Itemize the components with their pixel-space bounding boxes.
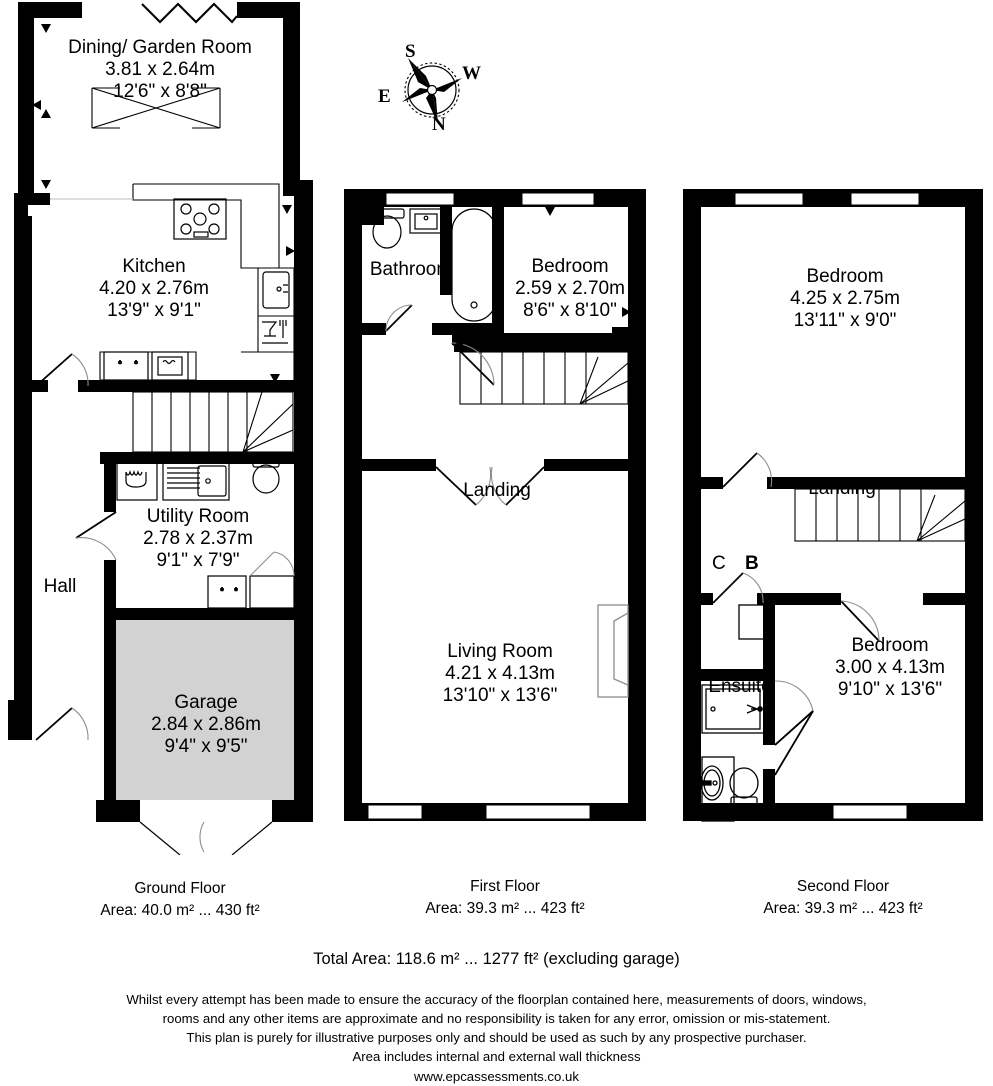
ensuite-fixtures (700, 756, 759, 822)
second-floor-stairs (794, 488, 966, 542)
compass-label-bottom: N (432, 114, 446, 135)
caption-area: Area: 39.3 m² ... 423 ft² (425, 900, 585, 918)
compass-label-left: E (378, 86, 391, 107)
first-floor-plan (344, 189, 646, 821)
second-floor-plan (683, 189, 983, 822)
caption-title: Ground Floor (134, 880, 226, 897)
disclaimer-text: Whilst every attempt has been made to en… (0, 990, 993, 1086)
second-floor-doors (712, 452, 880, 776)
compass-label-right: W (462, 63, 481, 84)
first-floor-stairs (459, 351, 629, 405)
caption-title: First Floor (470, 878, 540, 895)
caption-ground-floor: Ground Floor Area: 40.0 m² ... 430 ft² (30, 878, 330, 923)
website-url: www.epcassessments.co.uk (414, 1068, 579, 1084)
dimension-arrows (22, 24, 299, 383)
disclaimer-line-4: Area includes internal and external wall… (352, 1049, 641, 1065)
second-floor-walls (683, 189, 983, 821)
shower-tray-icon (701, 684, 765, 734)
total-area-text: Total Area: 118.6 m² ... 1277 ft² (exclu… (313, 950, 680, 968)
chimney-breast (597, 604, 629, 698)
dishwasher-icon (262, 320, 288, 344)
first-floor-arrows (455, 207, 631, 350)
caption-first-floor: First Floor Area: 39.3 m² ... 423 ft² (355, 876, 655, 921)
ground-floor-plan (8, 2, 313, 855)
utility-fixtures (116, 459, 295, 609)
ground-stairs (132, 391, 294, 453)
sink-icon (262, 271, 290, 309)
first-floor-doors (385, 304, 545, 506)
roofline-zigzag (141, 2, 238, 24)
disclaimer-line-2: rooms and any other items are approximat… (162, 1011, 831, 1027)
boiler-label-b: B (745, 553, 759, 574)
first-floor-windows (367, 192, 595, 820)
disclaimer-line-1: Whilst every attempt has been made to en… (126, 992, 867, 1007)
second-floor-windows (734, 192, 920, 820)
compass-rose-icon (402, 58, 462, 124)
cupboard-label-c: C (712, 553, 726, 574)
ground-floor-walls (8, 2, 313, 822)
caption-area: Area: 40.0 m² ... 430 ft² (100, 902, 260, 920)
boiler-box (738, 604, 766, 640)
door-swings (35, 353, 295, 855)
disclaimer-line-3: This plan is purely for illustrative pur… (186, 1030, 807, 1046)
first-floor-walls (344, 189, 646, 821)
caption-second-floor: Second Floor Area: 39.3 m² ... 423 ft² (693, 876, 993, 921)
appliance-icons (103, 351, 189, 381)
compass-label-top: S (405, 41, 416, 62)
caption-area: Area: 39.3 m² ... 423 ft² (763, 900, 923, 918)
bathroom-fixtures (369, 208, 497, 322)
dining-table-icon (91, 87, 221, 129)
hob-icon (173, 198, 227, 240)
caption-title: Second Floor (796, 878, 890, 895)
